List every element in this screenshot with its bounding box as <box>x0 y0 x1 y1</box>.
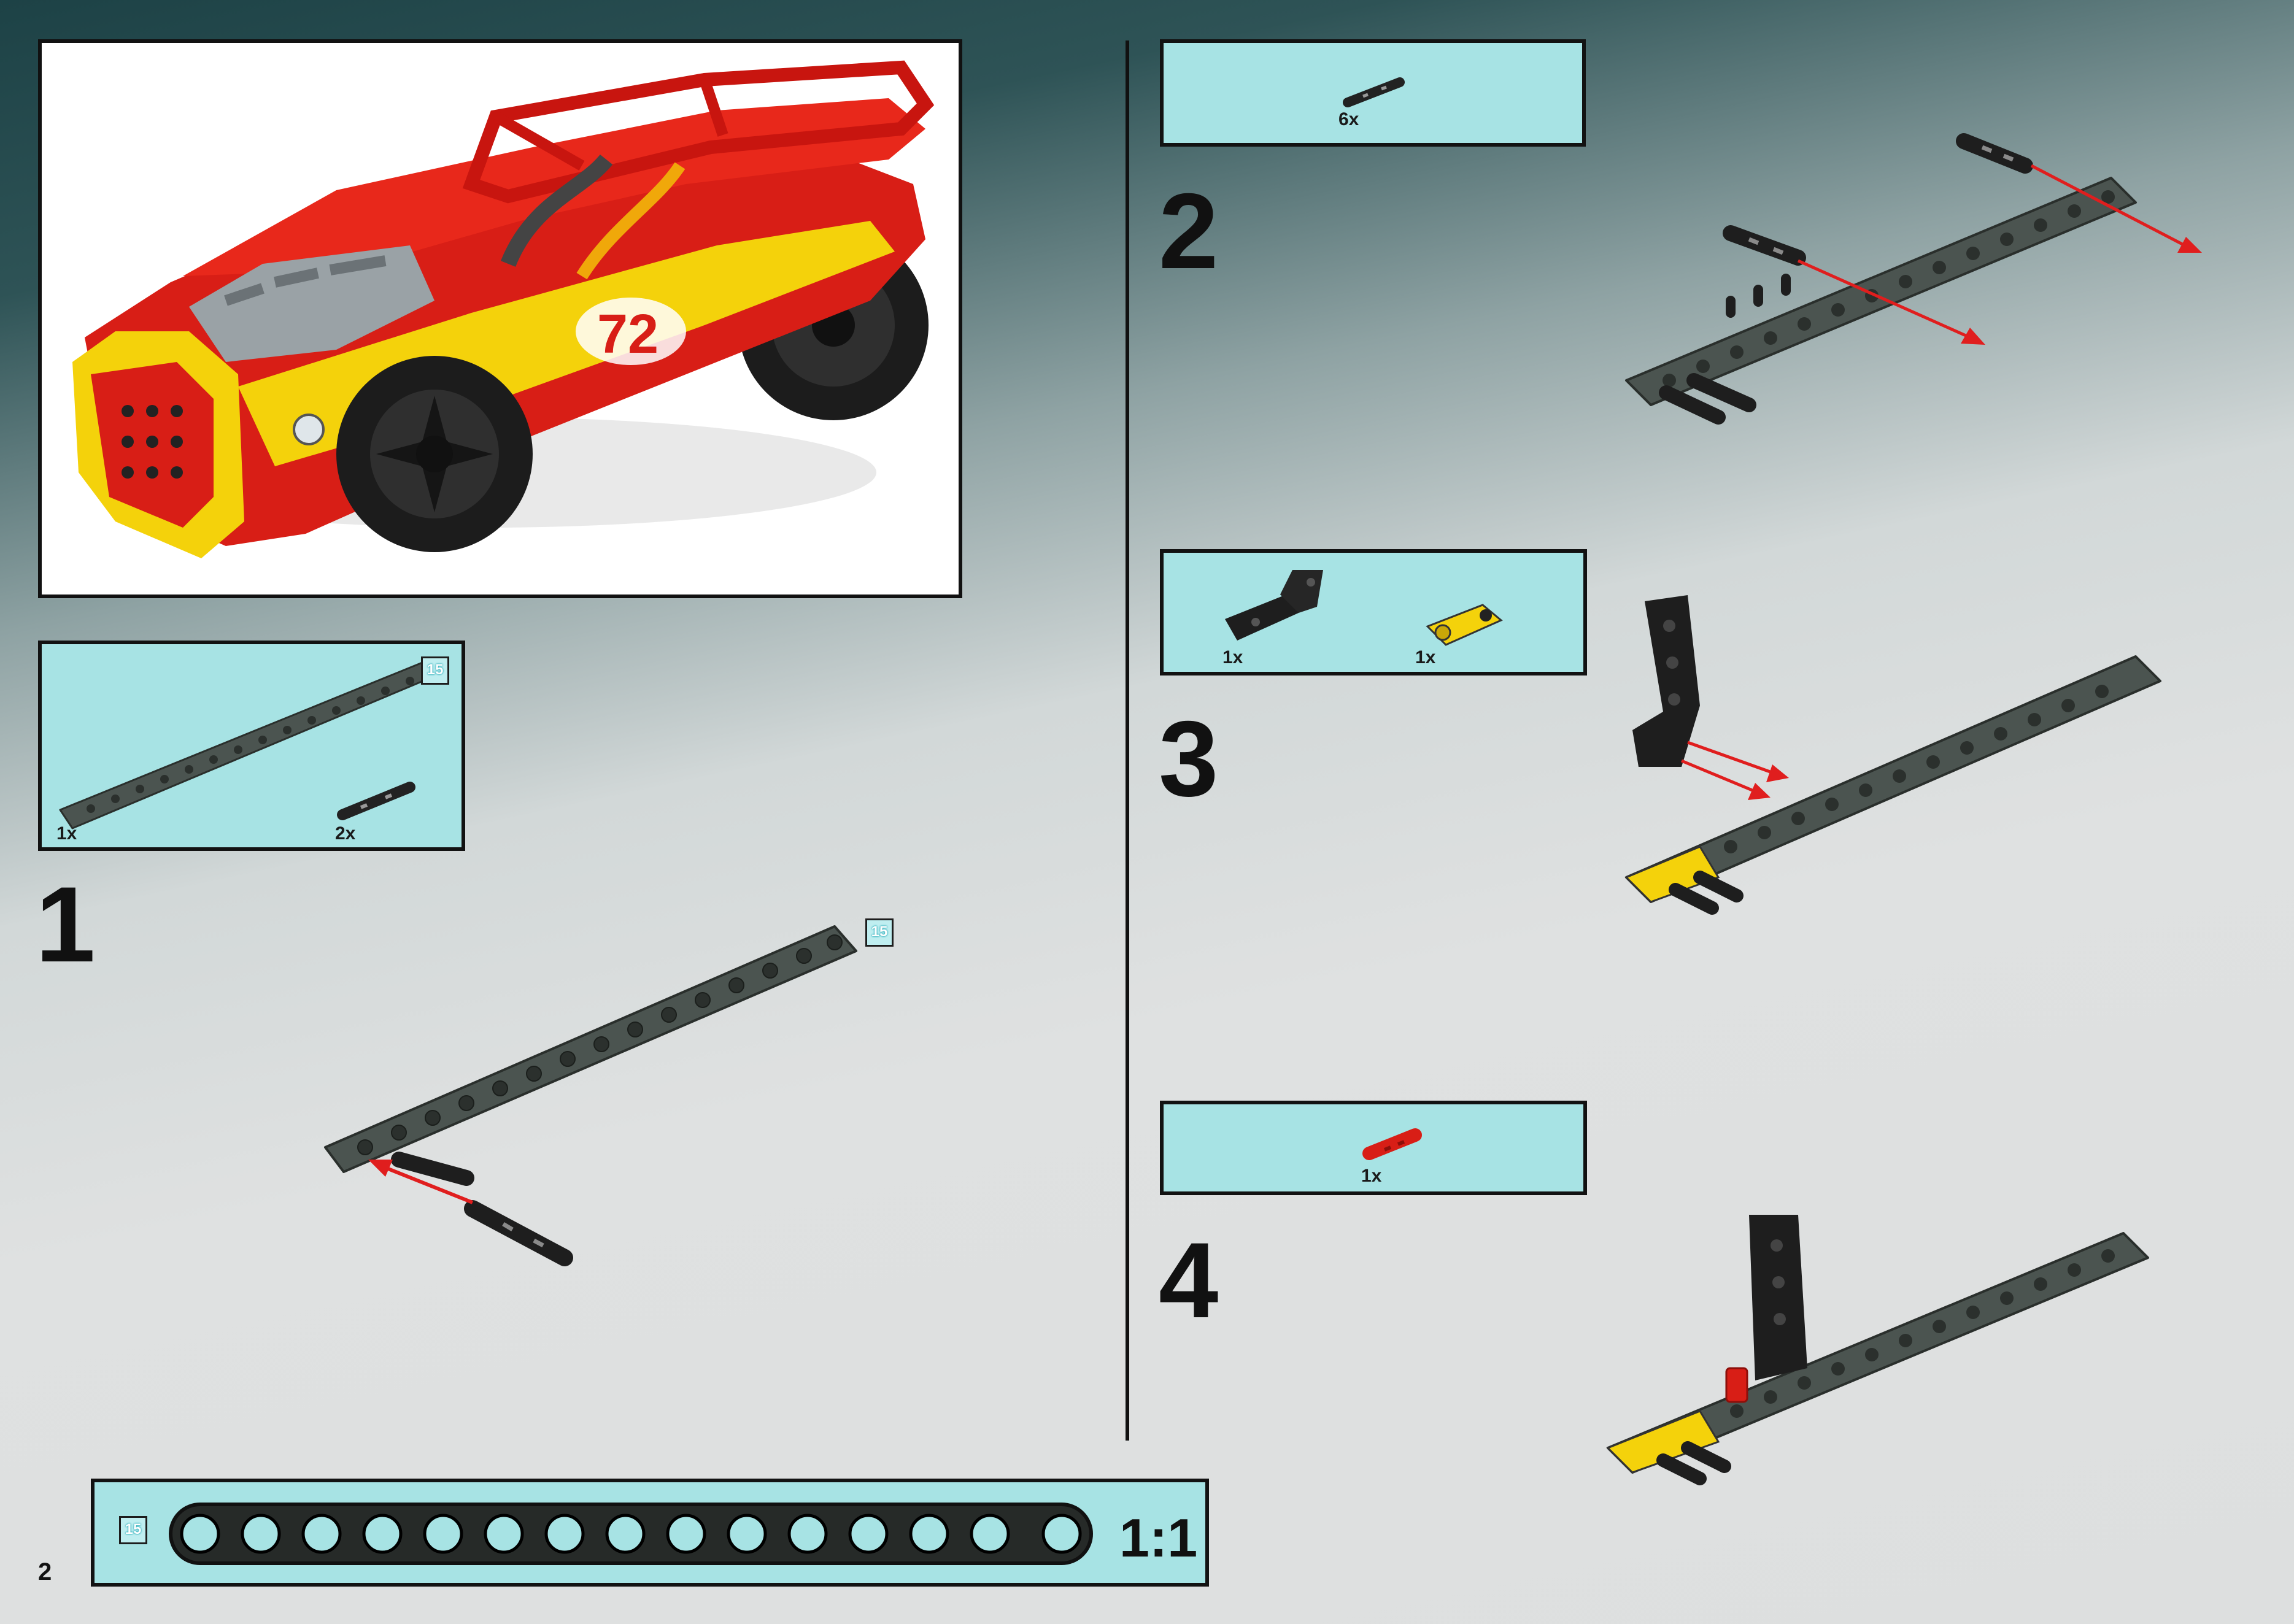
step-number: 1 <box>36 871 95 979</box>
axle-red-icon <box>1360 1123 1427 1166</box>
part-qty: 1x <box>56 823 77 844</box>
length-badge: 15 <box>865 918 894 947</box>
step-number: 2 <box>1159 178 1218 285</box>
step-number: 4 <box>1159 1227 1218 1334</box>
step-2-assembly <box>1608 123 2222 442</box>
part-qty: 6x <box>1338 109 1359 130</box>
part-qty: 1x <box>1361 1166 1381 1187</box>
race-car-illustration: 72 <box>42 43 959 595</box>
part-qty: 2x <box>335 823 355 844</box>
scale-ratio: 1:1 <box>1119 1507 1197 1569</box>
l-beam-black-icon <box>1219 564 1342 650</box>
svg-text:72: 72 <box>597 304 658 365</box>
final-model-frame: 72 <box>38 39 962 598</box>
step-4-parts-box: 1x <box>1160 1101 1587 1195</box>
length-badge: 15 <box>421 656 449 685</box>
part-qty: 1x <box>1415 647 1435 668</box>
step-2-parts-box: 6x <box>1160 39 1586 147</box>
connector-yellow-icon <box>1415 590 1513 651</box>
step-1-parts-box: 1x 2x 15 <box>38 641 465 851</box>
length-badge: 15 <box>119 1516 147 1544</box>
axle-pin-icon <box>1342 75 1409 112</box>
scale-reference-box: 15 1:1 <box>91 1479 1209 1587</box>
part-qty: 1x <box>1222 647 1243 668</box>
beam-15-actual-size <box>168 1501 1101 1568</box>
step-3-parts-box: 1x 1x <box>1160 549 1587 675</box>
page-number: 2 <box>38 1558 52 1586</box>
step-number: 3 <box>1159 706 1218 813</box>
column-divider <box>1126 40 1129 1441</box>
step-4-assembly <box>1596 1203 2185 1522</box>
step-3-assembly <box>1608 583 2197 926</box>
axle-pin-icon <box>336 778 422 827</box>
step-1-assembly <box>307 914 859 1295</box>
